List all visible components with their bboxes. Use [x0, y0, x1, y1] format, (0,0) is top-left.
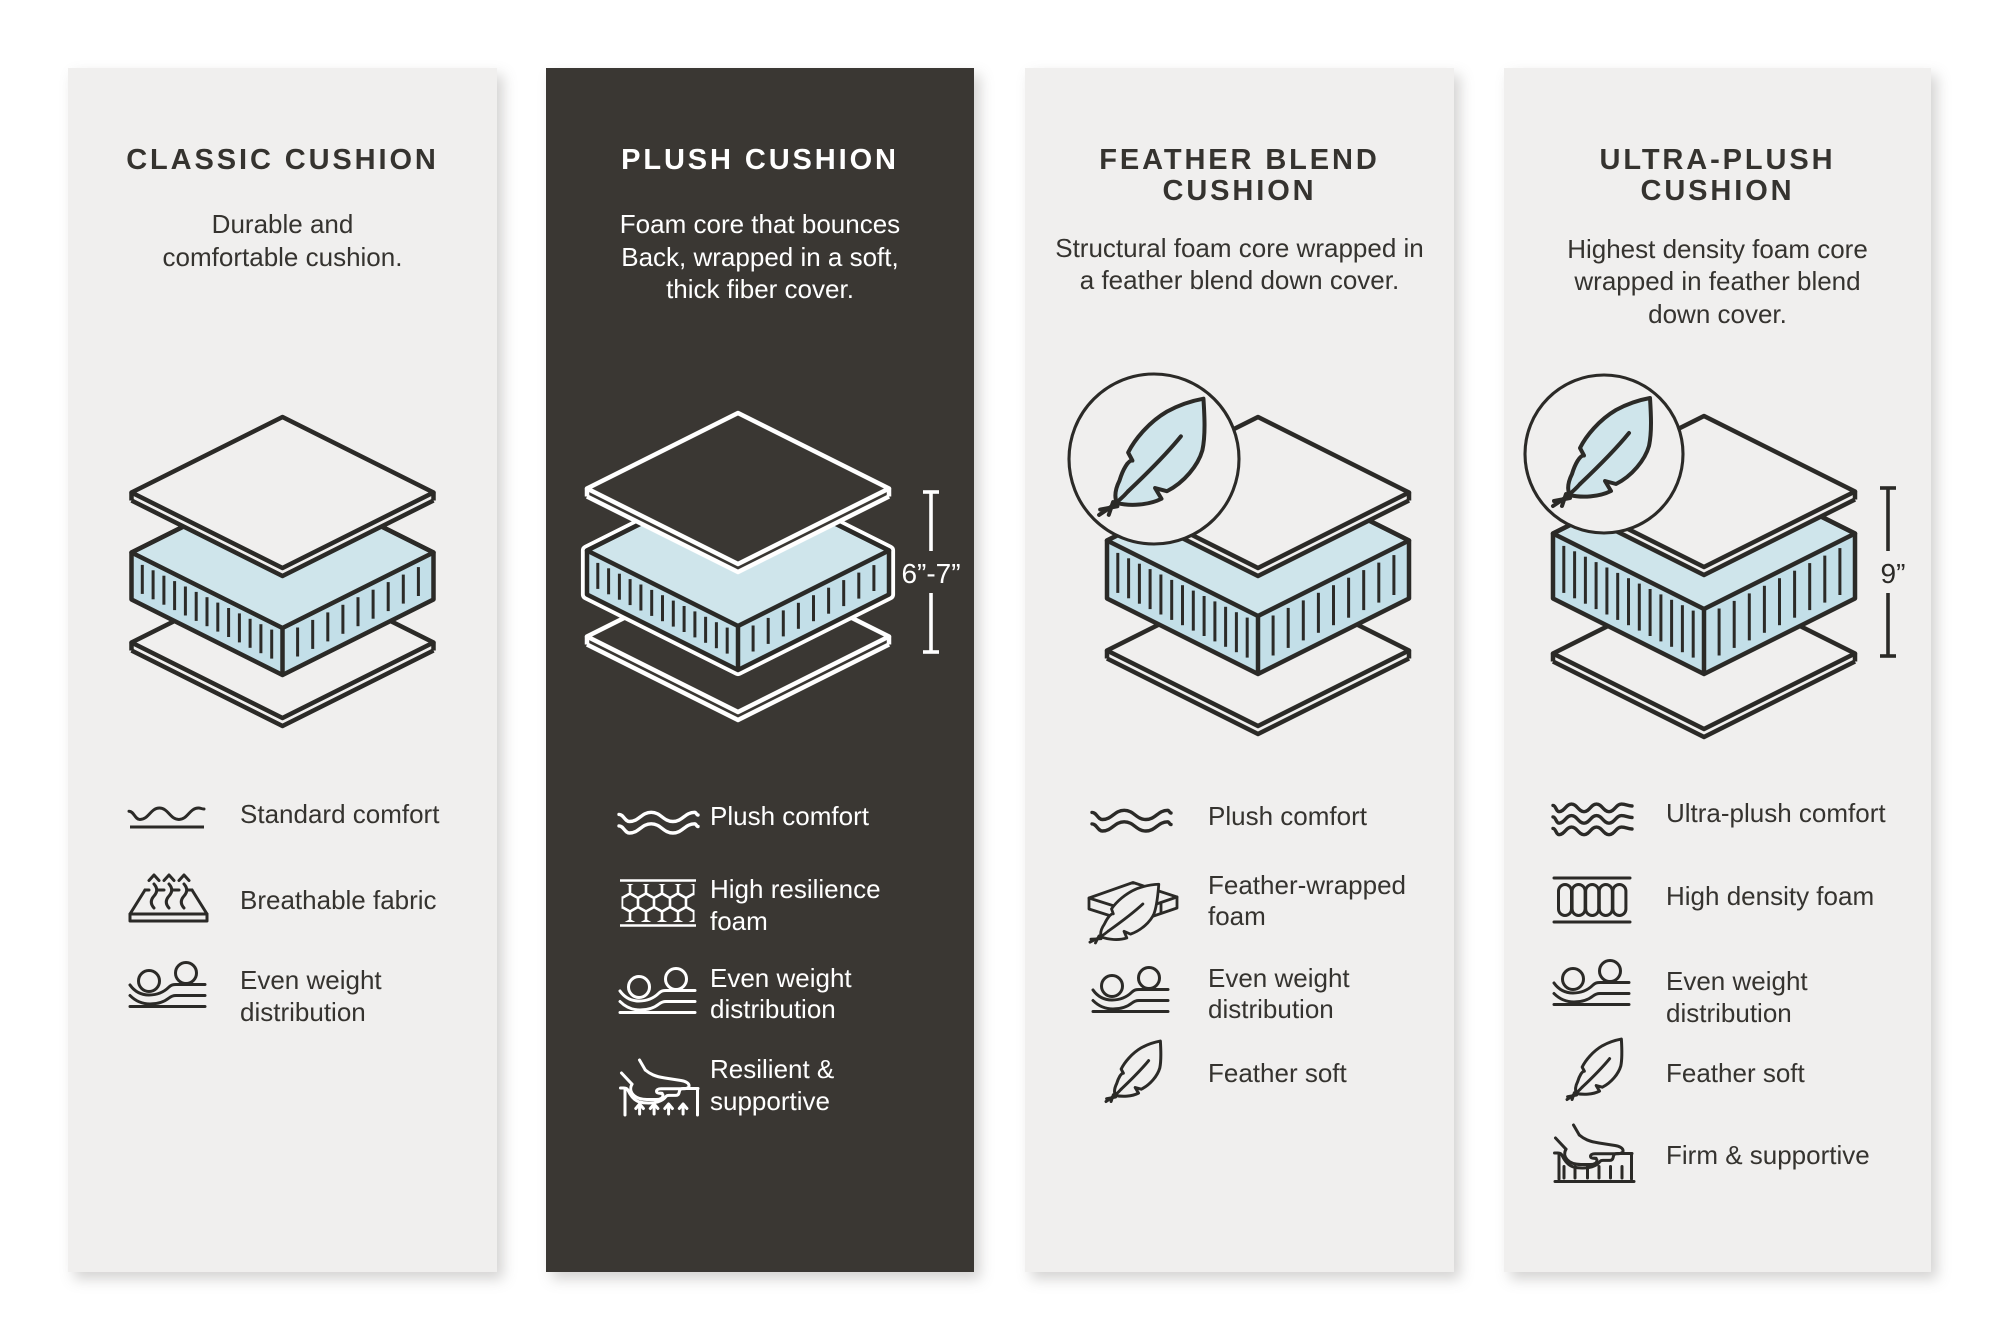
svg-text:6”-7”: 6”-7”	[901, 558, 960, 589]
svg-text:9”: 9”	[1881, 558, 1906, 589]
